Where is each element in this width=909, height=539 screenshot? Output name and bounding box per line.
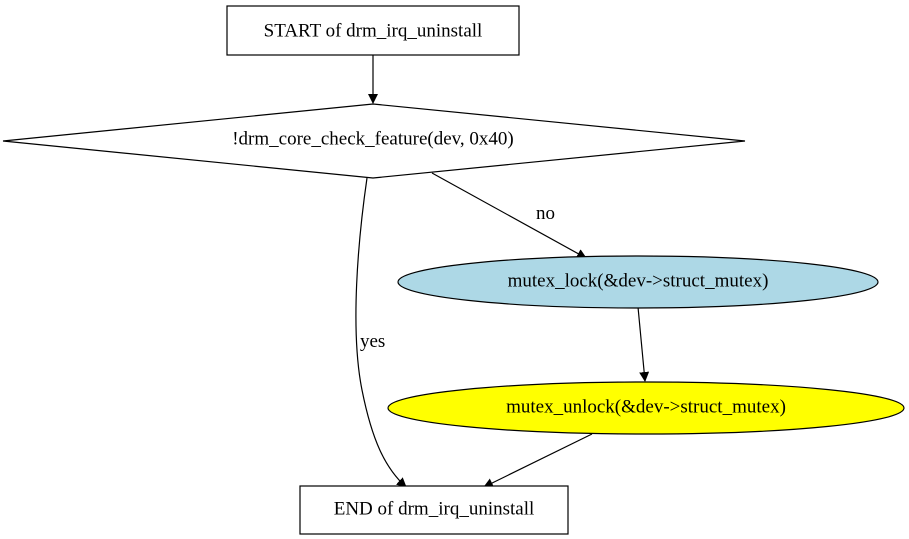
node-lock-shape (397, 255, 879, 309)
node-unlock: mutex_unlock(&dev->struct_mutex) (387, 381, 905, 435)
node-lock: mutex_lock(&dev->struct_mutex) (397, 255, 879, 309)
edge-check-to-end (355, 177, 407, 488)
node-start-label: START of drm_irq_uninstall (264, 20, 483, 41)
edges (355, 55, 650, 488)
edge-check-to-lock (431, 172, 587, 259)
node-lock-label: mutex_lock(&dev->struct_mutex) (508, 270, 769, 291)
edge-label-yes: yes (360, 331, 385, 352)
node-start-shape (226, 5, 520, 56)
edge-lock-to-unlock (637, 306, 650, 382)
node-start: START of drm_irq_uninstall (226, 5, 520, 56)
edge-unlock-to-end (483, 433, 593, 488)
node-check-label: !drm_core_check_feature(dev, 0x40) (232, 128, 514, 149)
node-unlock-label: mutex_unlock(&dev->struct_mutex) (506, 396, 786, 417)
node-end: END of drm_irq_uninstall (299, 485, 569, 535)
node-check: !drm_core_check_feature(dev, 0x40) (2, 103, 746, 179)
node-check-shape (2, 103, 746, 179)
node-end-shape (299, 485, 569, 535)
node-end-label: END of drm_irq_uninstall (334, 498, 535, 519)
node-unlock-shape (387, 381, 905, 435)
edge-label-no: no (536, 203, 555, 224)
